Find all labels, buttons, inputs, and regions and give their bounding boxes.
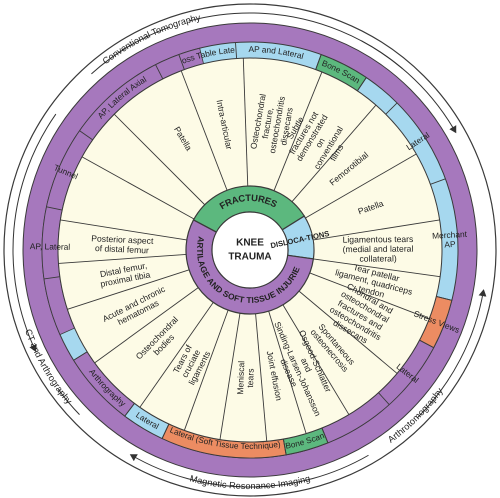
hub-center bbox=[211, 211, 289, 289]
center-title-line2: TRAUMA bbox=[228, 252, 271, 263]
ap-lateral-left-label: AP, Lateral bbox=[30, 241, 71, 252]
meniscal-segment: Meniscaltears bbox=[235, 361, 256, 396]
posterior-femur-segment: Posterior aspectof distal femur bbox=[91, 233, 155, 255]
merchant-ap-label: MerchantAP bbox=[432, 229, 469, 250]
ring-arrow-1 bbox=[417, 289, 487, 418]
ring-arrow-6 bbox=[57, 389, 80, 415]
ring-arrow-0 bbox=[188, 12, 457, 134]
center-title-line1: KNEE bbox=[236, 238, 264, 249]
ring-arrow-5 bbox=[361, 40, 403, 69]
ring-arrow-4 bbox=[91, 26, 170, 75]
ring-arrow-3 bbox=[12, 113, 57, 352]
ring-arrow-2 bbox=[129, 454, 369, 488]
